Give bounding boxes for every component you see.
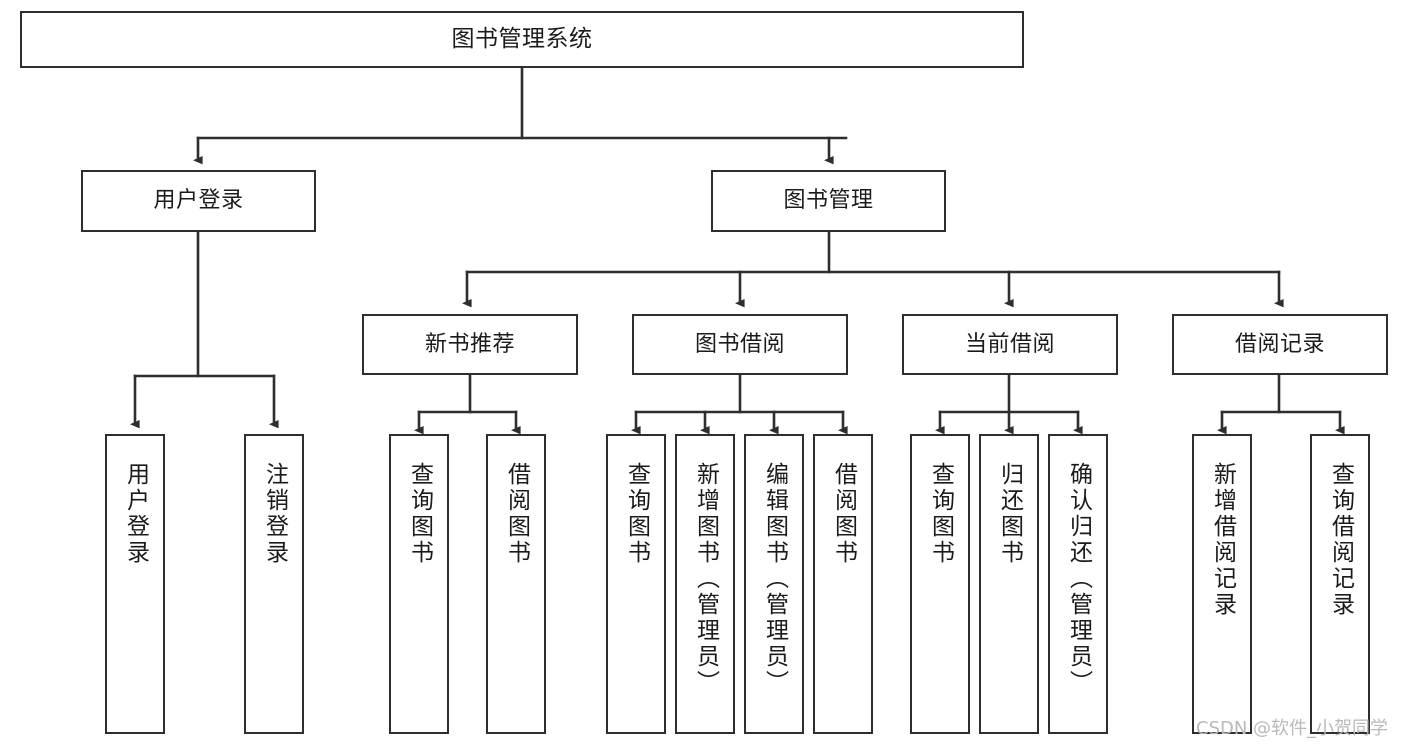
node-new-book-recommend[interactable]: 新书推荐 <box>362 314 578 375</box>
node-label: 注销登录 <box>261 462 288 566</box>
leaf-add-borrow-record[interactable]: 新增借阅记录 <box>1192 434 1252 734</box>
leaf-user-login[interactable]: 用户登录 <box>105 434 165 734</box>
leaf-borrow-book[interactable]: 借阅图书 <box>813 434 873 734</box>
node-label: 查询图书 <box>623 462 650 566</box>
leaf-add-book-admin[interactable]: 新增图书（管理员） <box>675 434 735 734</box>
leaf-query-book-borrow[interactable]: 查询图书 <box>606 434 666 734</box>
leaf-edit-book-admin[interactable]: 编辑图书（管理员） <box>744 434 804 734</box>
node-label: 图书管理 <box>783 188 874 214</box>
node-label: 新增图书（管理员） <box>692 462 719 696</box>
node-label: 图书管理系统 <box>451 25 593 52</box>
leaf-borrow-book-recommend[interactable]: 借阅图书 <box>486 434 546 734</box>
node-book-borrow[interactable]: 图书借阅 <box>632 314 848 375</box>
csdn-watermark: CSDN @软件_小贺同学 <box>1196 718 1389 739</box>
leaf-query-book-current[interactable]: 查询图书 <box>910 434 970 734</box>
node-borrow-record[interactable]: 借阅记录 <box>1172 314 1388 375</box>
leaf-return-book[interactable]: 归还图书 <box>979 434 1039 734</box>
node-label: 确认归还（管理员） <box>1065 462 1092 696</box>
node-label: 查询图书 <box>927 462 954 566</box>
node-label: 编辑图书（管理员） <box>761 462 788 696</box>
node-label: 查询图书 <box>406 462 433 566</box>
leaf-logout[interactable]: 注销登录 <box>244 434 304 734</box>
node-label: 查询借阅记录 <box>1327 462 1354 618</box>
node-user-login[interactable]: 用户登录 <box>81 170 316 232</box>
node-label: 借阅图书 <box>830 462 857 566</box>
node-label: 归还图书 <box>996 462 1023 566</box>
node-label: 用户登录 <box>153 188 244 214</box>
leaf-query-book-recommend[interactable]: 查询图书 <box>389 434 449 734</box>
node-label: 当前借阅 <box>964 331 1055 357</box>
leaf-query-borrow-record[interactable]: 查询借阅记录 <box>1310 434 1370 734</box>
leaf-confirm-return-admin[interactable]: 确认归还（管理员） <box>1048 434 1108 734</box>
node-label: 用户登录 <box>122 462 149 566</box>
node-current-borrow[interactable]: 当前借阅 <box>902 314 1118 375</box>
node-book-management[interactable]: 图书管理 <box>711 170 946 232</box>
node-label: 借阅图书 <box>503 462 530 566</box>
node-label: 图书借阅 <box>694 331 785 357</box>
node-label: 借阅记录 <box>1234 331 1325 357</box>
node-label: 新增借阅记录 <box>1209 462 1236 618</box>
node-root-book-management-system[interactable]: 图书管理系统 <box>20 11 1024 68</box>
node-label: 新书推荐 <box>424 331 515 357</box>
